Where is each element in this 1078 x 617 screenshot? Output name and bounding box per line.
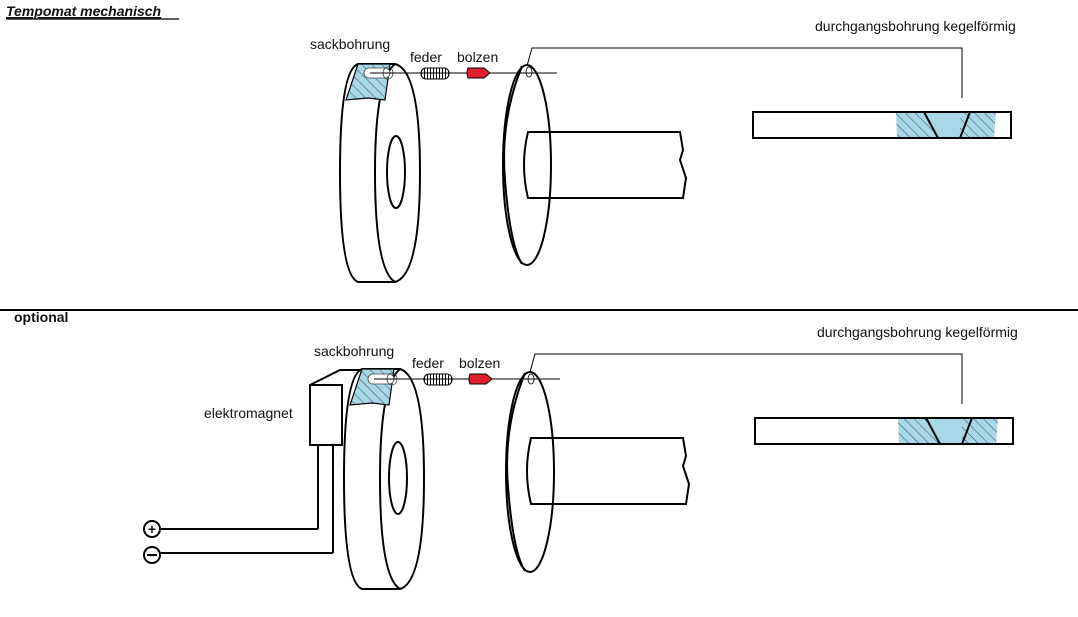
top-bolt bbox=[466, 67, 491, 79]
label-bolzen: bolzen bbox=[457, 49, 498, 65]
bottom-conical-bar bbox=[754, 417, 1014, 445]
minus-terminal-icon bbox=[143, 546, 161, 564]
label-optional: optional bbox=[14, 309, 68, 325]
bottom-assembly: elektromagnet + sackbohrung feder bolzen bbox=[143, 324, 1018, 590]
label-durchgang: durchgangsbohrung kegelförmig bbox=[815, 18, 1016, 34]
top-conical-bar bbox=[752, 111, 1012, 139]
bottom-flange-shaft bbox=[505, 371, 691, 573]
top-spring bbox=[420, 67, 450, 80]
label-sackbohrung-2: sackbohrung bbox=[314, 343, 394, 359]
top-assembly: sackbohrung feder bolzen durchgangsbohru… bbox=[310, 18, 1016, 283]
bottom-spring bbox=[423, 373, 453, 386]
top-flange-shaft bbox=[502, 64, 688, 266]
label-feder: feder bbox=[410, 49, 442, 65]
top-wheel bbox=[338, 63, 422, 283]
label-durchgang-2: durchgangsbohrung kegelförmig bbox=[817, 324, 1018, 340]
plus-terminal-icon: + bbox=[143, 520, 161, 538]
label-feder-2: feder bbox=[412, 355, 444, 371]
bottom-wheel bbox=[342, 368, 426, 590]
bottom-leader-line bbox=[529, 353, 963, 404]
bottom-bolt bbox=[468, 373, 493, 385]
diagram-title: Tempomat mechanisch bbox=[6, 3, 161, 19]
top-leader-line bbox=[526, 47, 963, 98]
label-sackbohrung: sackbohrung bbox=[310, 36, 390, 52]
svg-text:+: + bbox=[148, 521, 156, 537]
label-elektromagnet: elektromagnet bbox=[204, 405, 293, 421]
electromagnet bbox=[160, 369, 362, 554]
label-bolzen-2: bolzen bbox=[459, 355, 500, 371]
